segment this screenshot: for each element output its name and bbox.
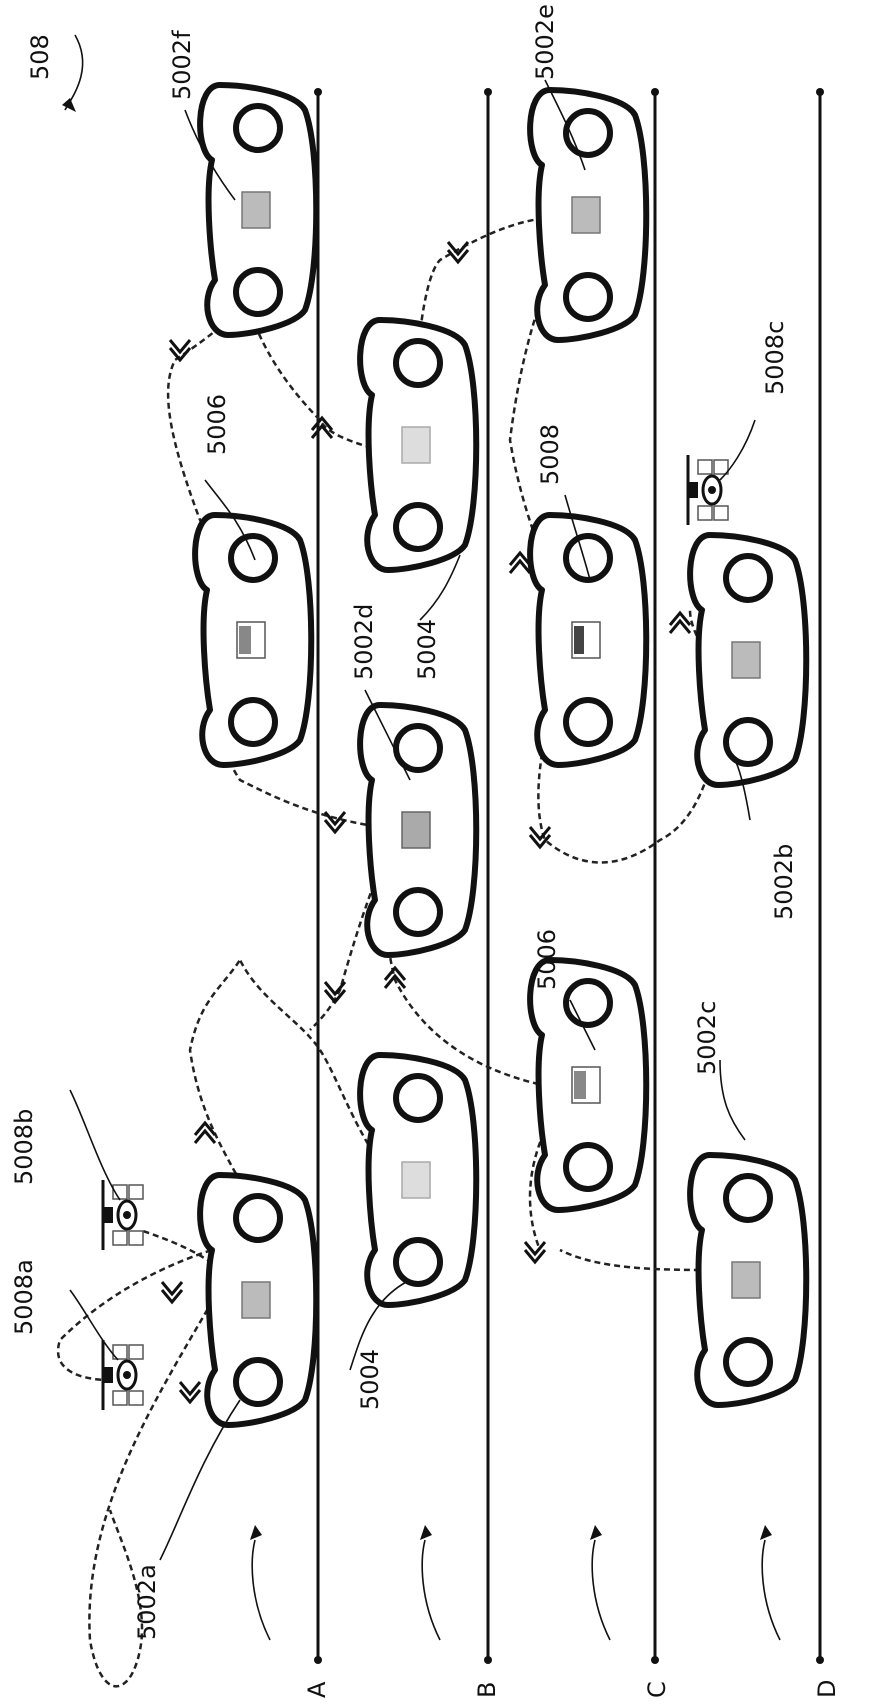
lane-label-b: B <box>473 1682 501 1698</box>
car-5004-left <box>360 1055 476 1305</box>
car-5002a <box>200 1175 316 1425</box>
arrowheads <box>62 98 772 1540</box>
lane-label-a: A <box>303 1681 331 1698</box>
car-5006-upper <box>195 515 311 765</box>
label-5008c: 5008c <box>761 321 789 395</box>
car-5002b <box>690 535 806 785</box>
label-5002b: 5002b <box>770 844 798 920</box>
car-5002d <box>360 705 476 955</box>
lane-label-d: D <box>813 1680 841 1698</box>
figure-number-label: 508 <box>26 34 54 80</box>
car-5002c <box>690 1155 806 1405</box>
label-5002c: 5002c <box>693 1001 721 1075</box>
drone-5008a <box>101 1338 145 1412</box>
car-5002f <box>200 85 316 335</box>
label-5006-left: 5006 <box>533 929 561 990</box>
label-5008: 5008 <box>536 424 564 485</box>
label-5002a: 5002a <box>133 1564 161 1640</box>
label-5004-left: 5004 <box>356 1349 384 1410</box>
leader-lines <box>64 34 781 1641</box>
label-5006-upper: 5006 <box>203 394 231 455</box>
drone-5008c <box>686 453 730 527</box>
drone-5008b <box>101 1178 145 1252</box>
labels: 508 5002f 5002e 5006 5004 5008 5008c 500… <box>10 4 841 1698</box>
label-5002f: 5002f <box>168 30 196 100</box>
lane-lines <box>314 88 824 1664</box>
car-5002e <box>530 90 646 340</box>
label-5002e: 5002e <box>531 4 559 80</box>
car-5008 <box>530 515 646 765</box>
label-5002d: 5002d <box>350 604 378 680</box>
car-5006-left <box>530 960 646 1210</box>
label-5004-mid: 5004 <box>413 619 441 680</box>
label-5008a: 5008a <box>10 1259 38 1335</box>
label-5008b: 5008b <box>10 1109 38 1185</box>
lane-label-c: C <box>643 1681 671 1698</box>
car-5004-mid <box>360 320 476 570</box>
